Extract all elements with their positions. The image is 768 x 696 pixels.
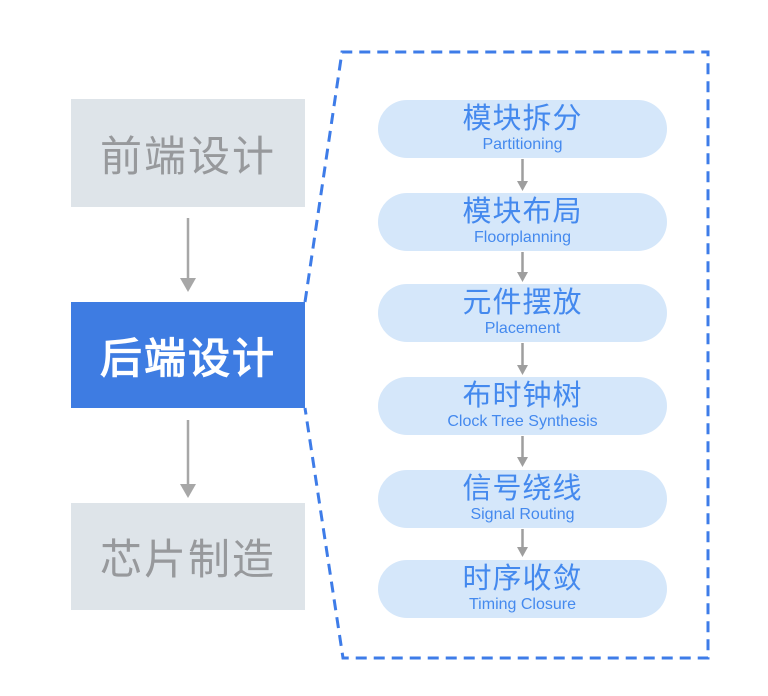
- step-floorplanning-zh: 模块布局: [462, 196, 583, 228]
- step-timing-closure-zh: 时序收敛: [462, 563, 583, 595]
- arrow-step-5-6: [517, 529, 528, 557]
- step-clock-tree-synthesis-zh: 布时钟树: [462, 380, 583, 412]
- step-placement-zh: 元件摆放: [462, 287, 583, 319]
- step-signal-routing-en: Signal Routing: [470, 506, 575, 523]
- arrow-front-to-back: [180, 218, 196, 292]
- node-chip-manufacturing: 芯片制造: [71, 503, 305, 610]
- step-signal-routing: 信号绕线 Signal Routing: [378, 470, 667, 528]
- step-timing-closure-en: Timing Closure: [469, 596, 576, 613]
- arrow-step-3-4: [517, 343, 528, 375]
- step-partitioning: 模块拆分 Partitioning: [378, 100, 667, 158]
- step-floorplanning-en: Floorplanning: [474, 229, 571, 246]
- node-back-end-design: 后端设计: [71, 302, 305, 408]
- step-clock-tree-synthesis-en: Clock Tree Synthesis: [447, 413, 598, 430]
- step-partitioning-en: Partitioning: [482, 136, 563, 153]
- node-front-end-label: 前端设计: [99, 132, 276, 180]
- arrow-step-1-2: [517, 159, 528, 191]
- arrow-back-to-mfg: [180, 420, 196, 498]
- step-placement-en: Placement: [484, 320, 561, 337]
- node-back-end-label: 后端设计: [99, 334, 276, 382]
- step-signal-routing-zh: 信号绕线: [462, 473, 583, 505]
- node-front-end-design: 前端设计: [71, 99, 305, 207]
- node-chip-mfg-label: 芯片制造: [99, 536, 276, 583]
- arrow-step-2-3: [517, 252, 528, 282]
- step-floorplanning: 模块布局 Floorplanning: [378, 193, 667, 251]
- arrow-step-4-5: [517, 436, 528, 467]
- step-timing-closure: 时序收敛 Timing Closure: [378, 560, 667, 618]
- step-clock-tree-synthesis: 布时钟树 Clock Tree Synthesis: [378, 377, 667, 435]
- step-partitioning-zh: 模块拆分: [462, 103, 583, 135]
- step-placement: 元件摆放 Placement: [378, 284, 667, 342]
